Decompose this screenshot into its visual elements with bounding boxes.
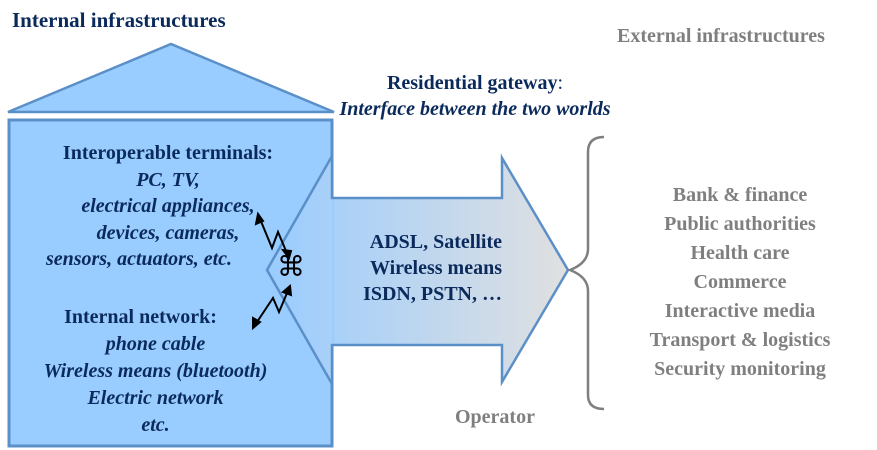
link-item: ISDN, PSTN, … — [363, 283, 502, 305]
link-item: Wireless means — [369, 257, 502, 279]
gateway-description: Interface between the two worlds — [339, 98, 611, 120]
terminal-item: sensors, actuators, etc. — [45, 248, 233, 270]
wireless-link-icon — [252, 284, 293, 331]
service-item: Security monitoring — [654, 358, 826, 380]
terminals-heading: Interoperable terminals: — [62, 142, 274, 164]
connection-arrow — [265, 151, 570, 389]
terminal-item: PC, TV, — [136, 168, 200, 191]
gateway-colon: : — [557, 72, 564, 94]
internal-network-block: Internal network: phone cable Wireless m… — [8, 304, 303, 439]
service-item: Commerce — [693, 271, 787, 293]
network-heading: Internal network: — [64, 306, 217, 328]
internal-infrastructures-title: Internal infrastructures — [12, 8, 226, 32]
residential-gateway-block: Residential gateway: Interface between t… — [335, 70, 615, 122]
wireless-link-icon — [254, 211, 293, 261]
service-item: Bank & finance — [672, 184, 808, 206]
terminal-item: devices, cameras, — [96, 221, 240, 244]
service-item: Health care — [690, 242, 790, 264]
operator-label: Operator — [455, 406, 535, 428]
network-item: phone cable — [105, 333, 206, 355]
service-item: Public authorities — [664, 213, 816, 235]
external-infrastructures-title: External infrastructures — [617, 25, 825, 47]
gateway-command-icon: ⌘ — [277, 250, 305, 283]
terminal-item: electrical appliances, — [81, 195, 255, 217]
services-list: Bank & finance Public authorities Health… — [625, 181, 855, 384]
network-item: etc. — [141, 414, 170, 436]
service-item: Interactive media — [664, 300, 816, 322]
access-links-block: ADSL, Satellite Wireless means ISDN, PST… — [336, 229, 502, 307]
services-brace — [566, 135, 605, 411]
link-item: ADSL, Satellite — [369, 231, 502, 253]
terminals-block: Interoperable terminals: PC, TV, electri… — [8, 140, 328, 273]
service-item: Transport & logistics — [649, 329, 831, 351]
house-roof — [7, 42, 335, 114]
gateway-label: Residential gateway — [386, 72, 558, 94]
network-item: Electric network — [87, 387, 224, 409]
network-item: Wireless means (bluetooth) — [43, 360, 268, 382]
